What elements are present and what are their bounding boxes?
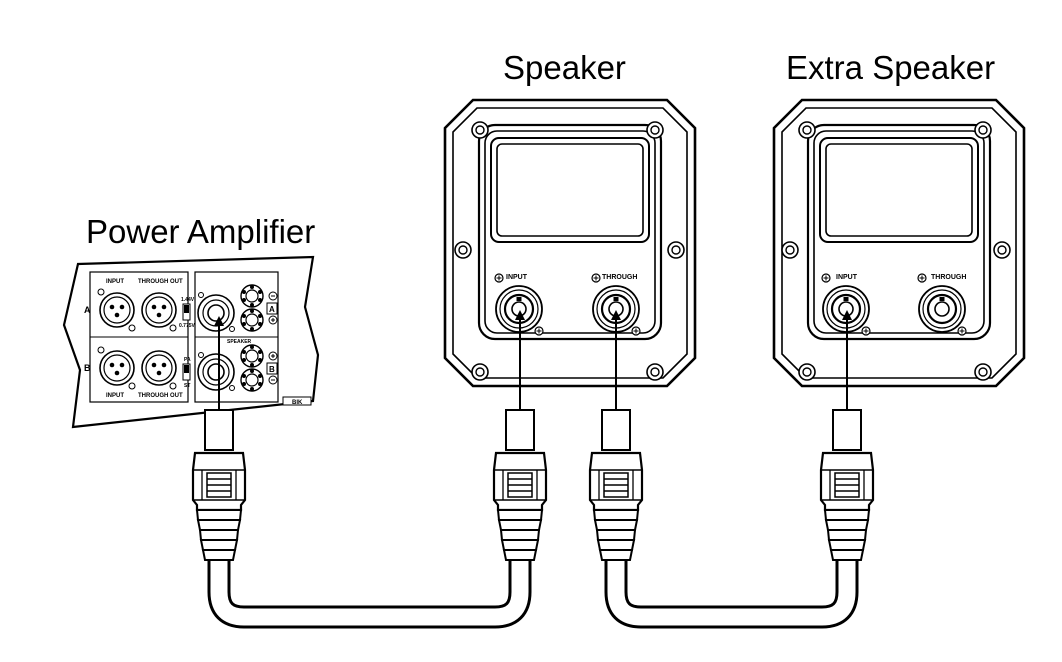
cable-amp-to-speaker <box>191 310 548 629</box>
power-amplifier-label: Power Amplifier <box>86 213 316 250</box>
amp-speakon-plug <box>191 408 247 562</box>
amp-channel-a: A <box>84 305 91 315</box>
binding-post-a-pos <box>240 308 264 332</box>
xlr-through-b <box>141 350 177 386</box>
xlr-input-b <box>99 350 135 386</box>
amp-channel-b: B <box>84 363 91 373</box>
amp-through-b-label: THROUGH OUT <box>138 393 183 399</box>
power-amplifier: INPUT THROUGH OUT INPUT THROUGH OUT A B … <box>62 255 320 429</box>
binding-post-b-pos <box>240 344 264 368</box>
amp-box-a: A <box>269 305 275 314</box>
extra-speaker-input-plug <box>819 408 875 562</box>
amp-speaker-label: SPEAKER <box>227 339 252 345</box>
extra-speaker-through-label: THROUGH <box>931 274 966 281</box>
speaker-input-label: INPUT <box>506 274 528 281</box>
xlr-input-a <box>99 292 135 328</box>
amp-input-a-label: INPUT <box>106 279 124 285</box>
speaker-input-plug <box>492 408 548 562</box>
amp-brand: BIK <box>292 400 303 406</box>
amp-input-b-label: INPUT <box>106 393 124 399</box>
cable-speaker-to-extra <box>588 310 875 629</box>
extra-speaker-cabinet: INPUT THROUGH <box>772 98 1026 388</box>
speaker-through-label: THROUGH <box>602 274 637 281</box>
amp-through-a-label: THROUGH OUT <box>138 279 183 285</box>
extra-speaker-through-jack <box>917 284 967 334</box>
sensitivity-high: 1.44V <box>181 297 195 303</box>
amp-box-b: B <box>269 365 275 374</box>
speaker-through-plug <box>588 408 644 562</box>
binding-post-b-neg <box>240 368 264 392</box>
sensitivity-low: 0.775V <box>179 323 196 329</box>
speaker-cabinet: INPUT THROUGH <box>443 98 697 388</box>
xlr-through-a <box>141 292 177 328</box>
extra-speaker-label: Extra Speaker <box>786 49 996 86</box>
mode-st: ST <box>184 383 190 389</box>
extra-speaker-input-label: INPUT <box>836 274 858 281</box>
binding-post-a-neg <box>240 284 264 308</box>
mode-pa: PA <box>184 357 191 363</box>
speaker-label: Speaker <box>503 49 626 86</box>
